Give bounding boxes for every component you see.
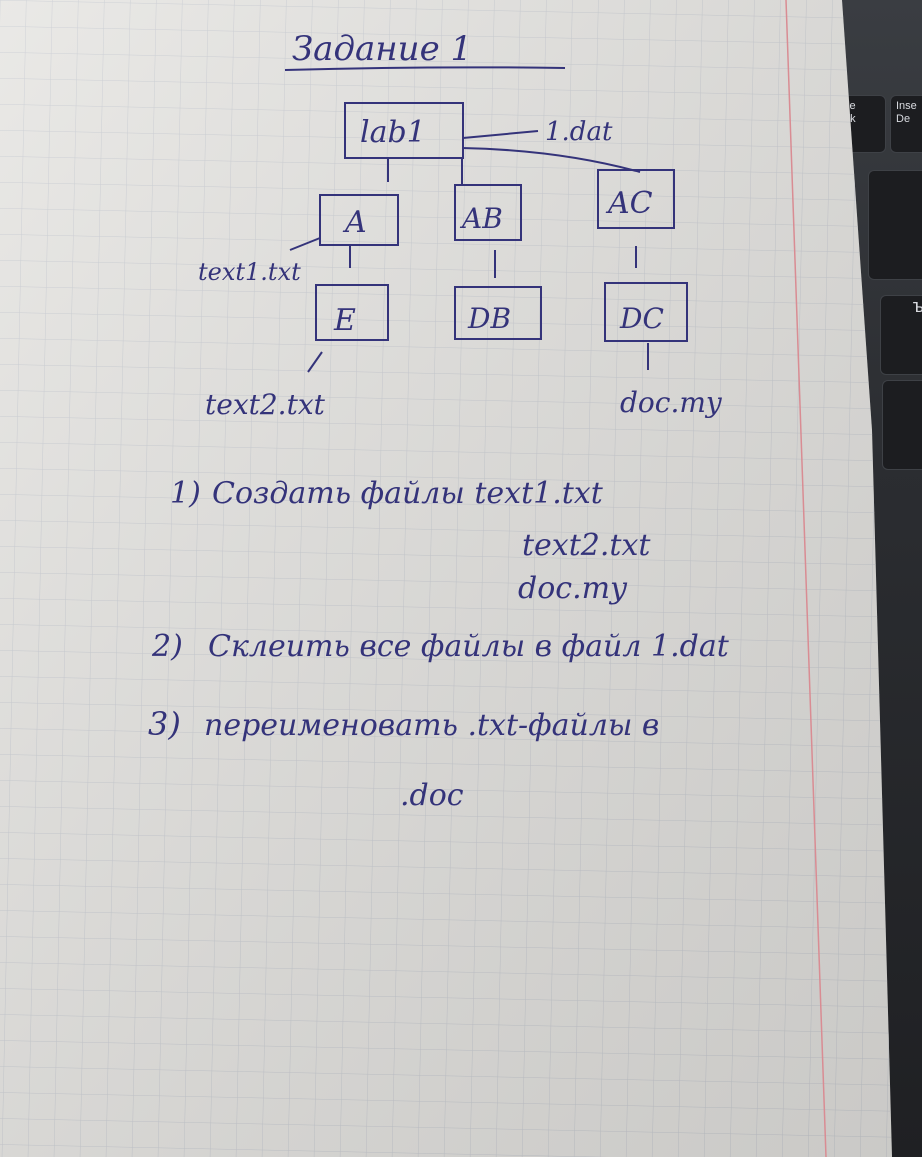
node-ab-label: AB: [459, 202, 503, 235]
tree-node-box: [454, 286, 542, 340]
tree-node-box: [319, 194, 399, 246]
tree-node-box: [315, 284, 389, 341]
file-text1-label: text1.txt: [198, 258, 301, 286]
paper-shading: [0, 0, 892, 1157]
title-text: Задание 1: [292, 29, 472, 69]
keyboard-key: [868, 170, 922, 280]
key-label: De: [896, 113, 911, 125]
file-docmy-label: doc.my: [620, 386, 723, 419]
file-text2-label: text2.txt: [205, 388, 326, 421]
tree-node-box: [604, 282, 688, 342]
task-2-text: Склеить все файлы в файл 1.dat: [208, 629, 730, 664]
keyboard-key: ъ: [880, 295, 922, 375]
node-ac-label: AC: [605, 186, 653, 221]
key-label: ъ: [912, 296, 922, 316]
node-e-label: E: [333, 303, 356, 338]
keyboard-key: Inse De: [890, 95, 922, 153]
tree-labels: lab1 1.dat A AB AC text1.txt E DB DC tex…: [198, 115, 723, 421]
tree-node-box: [344, 102, 464, 159]
task-1-line-3: doc.my: [518, 571, 628, 606]
node-root-label: lab1: [360, 115, 426, 150]
node-db-label: DB: [467, 302, 511, 335]
directory-tree: [289, 102, 688, 373]
key-label: se: [844, 100, 856, 112]
handwritten-title: Задание 1: [284, 29, 566, 71]
task-2-number: 2): [151, 629, 183, 664]
task-3-number: 3): [148, 705, 181, 743]
key-label: Inse: [896, 100, 917, 112]
tree-node-box: [454, 184, 522, 241]
task-1-number: 1): [170, 476, 201, 511]
node-dc-label: DC: [619, 302, 664, 335]
node-a-label: A: [342, 205, 367, 240]
margin-line: [785, 0, 827, 1157]
root-file-label: 1.dat: [545, 117, 613, 147]
task-1-line-2: text2.txt: [522, 528, 651, 563]
tree-node-box: [597, 169, 675, 229]
task-1-text: Создать файлы text1.txt: [212, 476, 604, 511]
task-list: 1) Создать файлы text1.txt text2.txt doc…: [148, 476, 730, 813]
task-3-line-2: .doc: [400, 778, 464, 813]
keyboard-key: [882, 380, 922, 470]
task-3-text: переименовать .txt-файлы в: [204, 708, 659, 743]
